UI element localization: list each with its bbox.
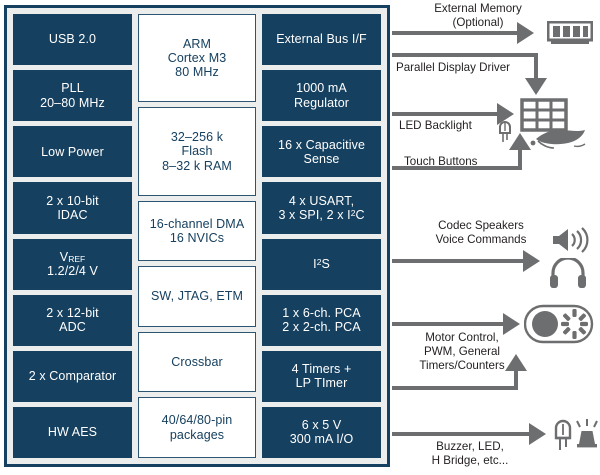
block-i2s: I2S [262, 238, 382, 290]
arrow-parallel-display [525, 78, 547, 95]
label-led-backlight: LED Backlight [399, 119, 472, 132]
label-external-memory: External Memory(Optional) [434, 2, 522, 30]
speaker-icon [550, 225, 592, 255]
wire-touch-buttons-rise [518, 149, 522, 170]
block-debug: SW, JTAG, ETM [138, 266, 257, 327]
block-timers: 4 Timers +LP TImer [262, 350, 382, 402]
block-usb: USB 2.0 [13, 14, 132, 66]
wire-codec-audio [392, 259, 524, 263]
block-ext-bus: External Bus I/F [262, 14, 382, 66]
wire-motor-in-rise [514, 370, 518, 390]
led-buzzer-icon [552, 414, 598, 454]
led-icon [496, 114, 514, 144]
arrow-led-backlight [497, 103, 514, 125]
wire-parallel-display [392, 53, 538, 57]
arrow-motor-in [505, 354, 527, 371]
i2c-label: 3 x SPI, 2 x I2C [278, 207, 365, 222]
arrow-codec-audio [523, 250, 540, 272]
i2s-label: I2S [313, 256, 330, 271]
wire-led-backlight [392, 112, 498, 116]
motor-pulley-icon [524, 303, 596, 345]
wire-touch-buttons [392, 166, 522, 170]
block-low-power: Low Power [13, 126, 132, 178]
wire-external-memory [392, 31, 518, 35]
memory-module-icon [547, 21, 593, 47]
block-comparator: 2 x Comparator [13, 350, 132, 402]
wire-buzzer-led [392, 432, 530, 436]
display-grid-icon [520, 98, 568, 132]
label-parallel-display: Parallel Display Driver [396, 61, 511, 74]
arrow-touch-buttons [509, 133, 531, 150]
block-crossbar: Crossbar [138, 331, 257, 393]
arrow-external-memory [517, 22, 534, 44]
vref-symbol: VREF [59, 249, 86, 264]
headphones-icon [548, 258, 588, 290]
block-hw-aes: HW AES [13, 406, 132, 458]
wire-motor-out [392, 322, 504, 326]
hand-touch-icon [530, 123, 588, 153]
block-serial: 4 x USART,3 x SPI, 2 x I2C [262, 182, 382, 234]
label-touch-buttons: Touch Buttons [404, 155, 478, 168]
wire-motor-in [392, 386, 518, 390]
arrow-motor-out [503, 313, 520, 335]
label-buzzer-led: Buzzer, LED,H Bridge, etc... [431, 440, 509, 468]
arrow-buzzer-led [529, 423, 546, 445]
wire-parallel-display-drop [534, 53, 538, 79]
